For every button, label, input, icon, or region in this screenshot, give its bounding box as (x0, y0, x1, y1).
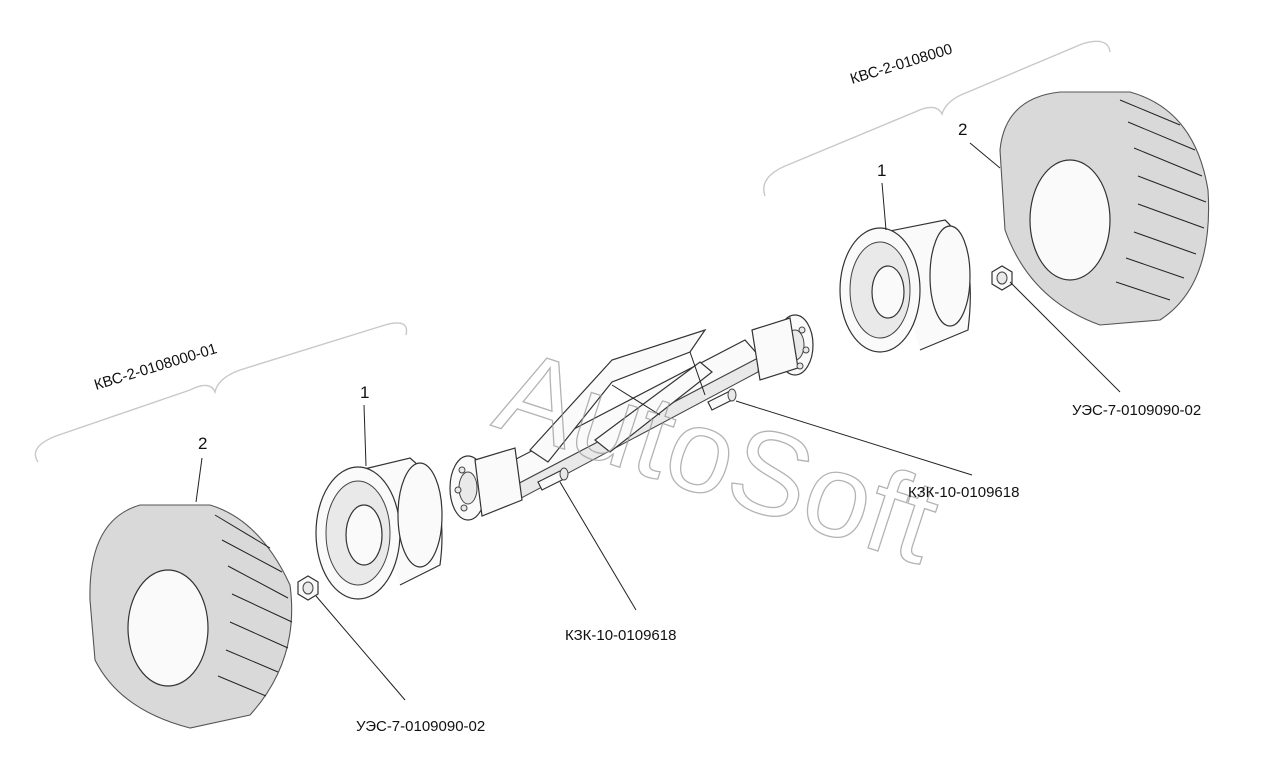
part-label-bolt-left: КЗК-10-0109618 (565, 627, 676, 644)
leader-nut-right (1009, 281, 1121, 393)
part-label-bolt-right: КЗК-10-0109618 (908, 484, 1019, 501)
nut-icon-left (297, 575, 319, 601)
group-brace-left (34, 322, 408, 463)
part-label-nut-left: УЭС-7-0109090-02 (356, 718, 485, 735)
tire-icon-left (89, 504, 293, 729)
tire-icon-right (999, 91, 1210, 326)
bolt-icon-right (707, 388, 737, 411)
callout-tire-right: 2 (958, 120, 967, 139)
callout-rim-right: 1 (877, 161, 886, 180)
leader-bolt-right (735, 400, 973, 476)
leader-rim-left (363, 404, 367, 467)
group-label-right: КВС-2-0108000 (848, 41, 954, 88)
leader-bolt-left (559, 481, 637, 611)
wheel-hub-icon-left (449, 447, 523, 521)
callout-rim-left: 1 (360, 383, 369, 402)
leader-rim-right (881, 182, 887, 231)
wheel-hub-icon-right (751, 314, 814, 381)
leader-tire-right (969, 142, 1001, 169)
wheel-rim-icon-right (839, 219, 971, 353)
group-brace-right (763, 40, 1111, 197)
bolt-icon-left (537, 467, 569, 491)
nut-icon-right (991, 265, 1013, 291)
wheel-rim-icon-left (315, 457, 443, 600)
part-label-nut-right: УЭС-7-0109090-02 (1072, 402, 1201, 419)
axle-beam-icon (494, 328, 761, 504)
leader-nut-left (315, 595, 406, 701)
leader-tire-left (195, 457, 203, 503)
callout-tire-left: 2 (198, 434, 207, 453)
